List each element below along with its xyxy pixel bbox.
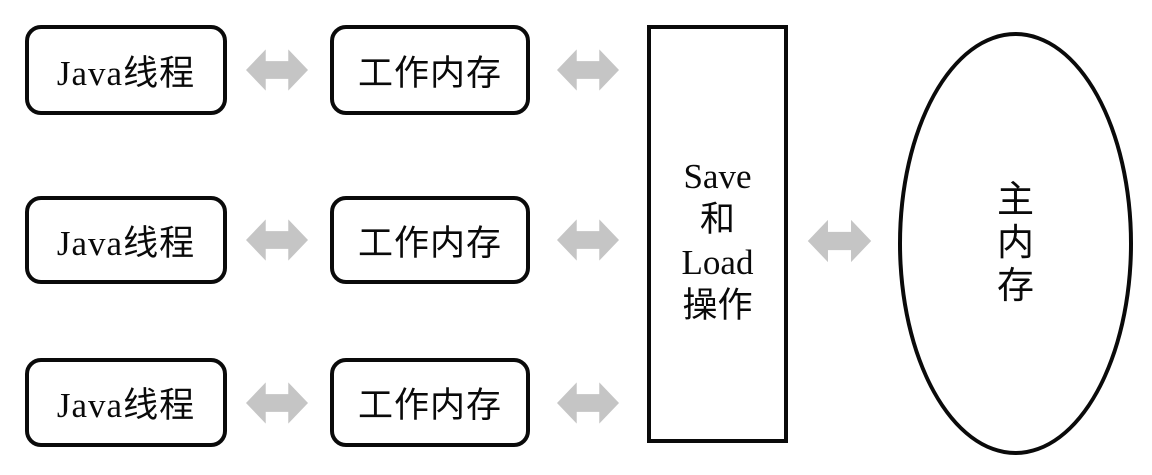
left-right-arrow-icon: [807, 219, 872, 263]
main-memory-line-1: 主: [997, 180, 1034, 221]
save-load-line-4: 操作: [682, 286, 753, 325]
working-memory-label-1: 工作内存: [357, 53, 502, 93]
arrow-shape: [807, 219, 872, 263]
arrow-shape: [246, 382, 308, 424]
left-right-arrow-icon: [557, 219, 619, 261]
java-thread-label-2: Java线程: [56, 223, 196, 263]
save-load-line-2: 和: [699, 200, 735, 239]
left-right-arrow-icon: [557, 49, 619, 91]
left-right-arrow-icon: [246, 219, 308, 261]
left-right-arrow-icon: [557, 382, 619, 424]
java-thread-label-1: Java线程: [56, 53, 196, 93]
save-load-line-1: Save: [683, 157, 752, 196]
working-memory-label-3: 工作内存: [357, 386, 502, 425]
java-thread-label-3: Java线程: [56, 386, 196, 425]
arrow-shape: [557, 49, 619, 91]
working-memory-label-2: 工作内存: [357, 223, 502, 263]
save-load-operations-label: Save 和 Load 操作: [682, 155, 754, 327]
save-load-operations-box: Save 和 Load 操作: [647, 25, 788, 443]
arrow-shape: [557, 219, 619, 261]
left-right-arrow-icon: [246, 382, 308, 424]
java-thread-box-2: Java线程: [25, 196, 227, 284]
main-memory-label: 主 内 存: [997, 179, 1034, 308]
main-memory-line-3: 存: [997, 266, 1034, 307]
main-memory-ellipse: 主 内 存: [898, 32, 1133, 455]
save-load-line-3: Load: [681, 243, 754, 282]
arrow-shape: [246, 219, 308, 261]
arrow-shape: [557, 382, 619, 424]
left-right-arrow-icon: [246, 49, 308, 91]
working-memory-box-1: 工作内存: [330, 25, 530, 115]
working-memory-box-3: 工作内存: [330, 358, 530, 447]
arrow-shape: [246, 49, 308, 91]
main-memory-line-2: 内: [997, 223, 1034, 264]
working-memory-box-2: 工作内存: [330, 196, 530, 284]
java-thread-box-1: Java线程: [25, 25, 227, 115]
java-thread-box-3: Java线程: [25, 358, 227, 447]
